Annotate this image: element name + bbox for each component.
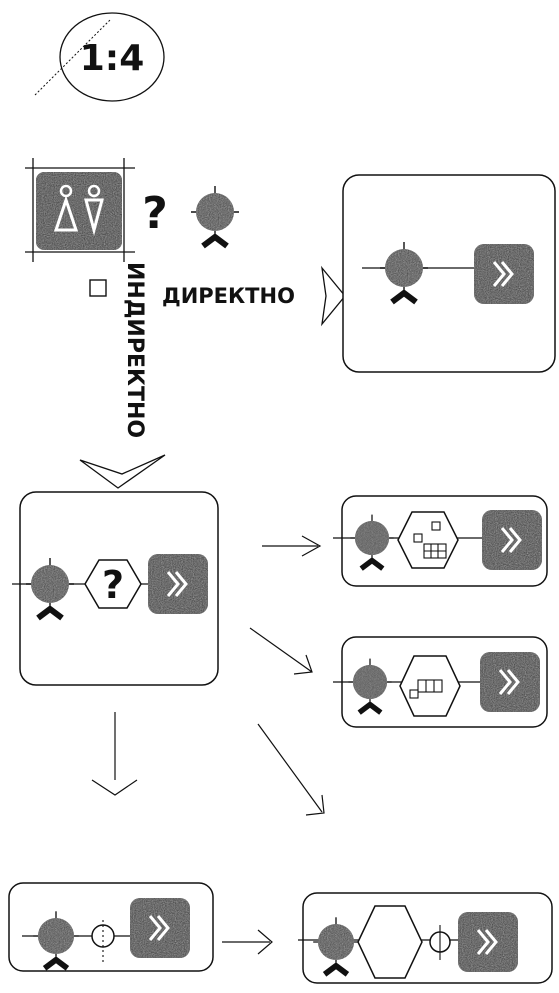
terminal-icon xyxy=(148,554,208,614)
hexagon-icon xyxy=(357,905,423,979)
corner-mark: 1:4 xyxy=(34,12,165,102)
result-panel-2 xyxy=(333,636,548,728)
corner-mark-text: 1:4 xyxy=(80,38,145,79)
indirect-label: ИНДИРЕКТНО xyxy=(122,262,147,438)
restroom-icon xyxy=(25,158,135,262)
direct-result-panel xyxy=(342,174,556,373)
terminal-icon xyxy=(458,912,518,972)
question-mark-label: ? xyxy=(142,188,168,239)
terminal-icon xyxy=(482,510,542,570)
indirect-panel: ? xyxy=(12,491,219,686)
option-checkbox xyxy=(89,279,107,297)
direct-label: ДИРЕКТНО xyxy=(162,284,295,308)
question-mark-label: ? xyxy=(102,563,124,607)
branch-arrows xyxy=(91,535,325,955)
result-panel-1 xyxy=(333,495,548,587)
hexagon-icon xyxy=(397,511,459,569)
grid-icon xyxy=(413,521,447,559)
terminal-icon xyxy=(130,898,190,958)
indirect-arrow xyxy=(79,454,166,489)
result-panel-4 xyxy=(298,892,553,984)
result-panel-3 xyxy=(8,882,214,972)
terminal-icon xyxy=(474,244,534,304)
grid-icon xyxy=(409,679,443,699)
direct-arrow xyxy=(321,265,346,327)
hexagon-icon xyxy=(84,559,142,609)
terminal-icon xyxy=(480,652,540,712)
person-icon xyxy=(191,186,239,246)
